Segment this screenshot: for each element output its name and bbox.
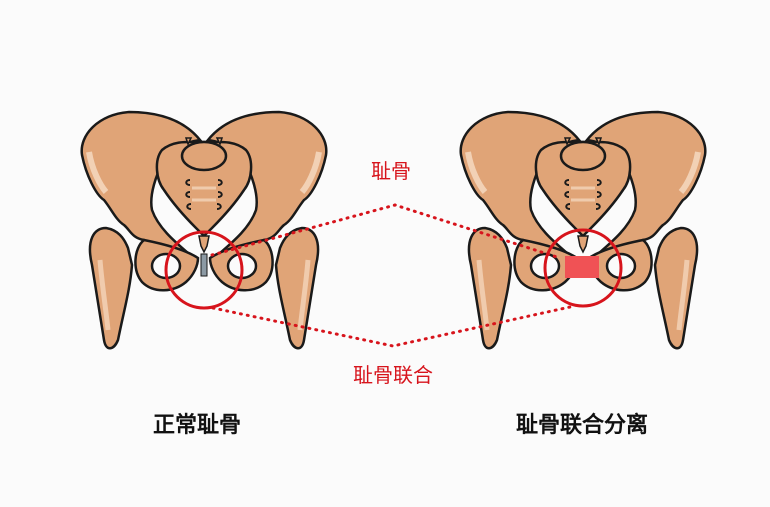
normal-pelvis-illustration [82,112,327,348]
pubic-symphysis-label: 耻骨联合 [353,363,433,387]
separated-pelvis-caption: 耻骨联合分离 [515,413,649,438]
separated-pelvis-illustration [461,112,706,348]
normal-highlight-circle [164,230,244,310]
separated-highlight-circle [543,228,623,308]
normal-pubic-symphysis [200,253,208,277]
pubic-symphysis-leader-line [211,305,572,348]
separated-pubic-symphysis [565,256,599,278]
normal-pelvis-caption: 正常耻骨 [152,413,242,438]
pubic-bone-label: 耻骨 [371,159,411,183]
pubic-bone-leader-line [210,203,562,260]
